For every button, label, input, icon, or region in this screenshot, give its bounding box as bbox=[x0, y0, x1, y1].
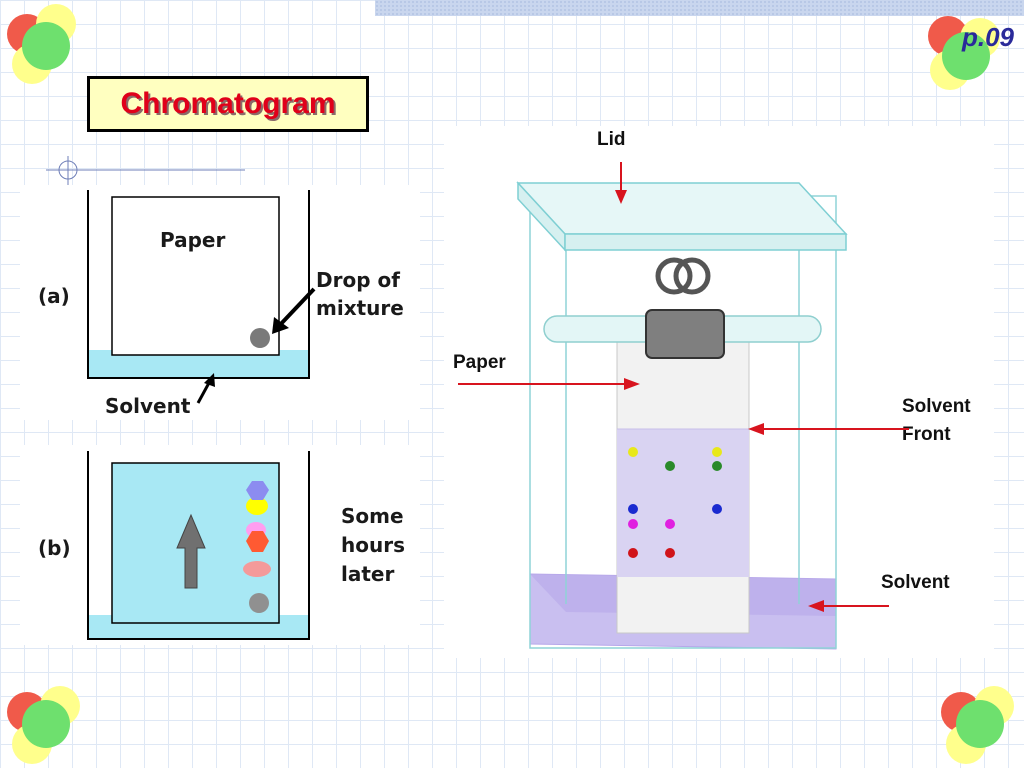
paper-arrow-head bbox=[624, 378, 640, 390]
drop-arrow-head bbox=[272, 317, 289, 334]
solvent-arrow-head-right bbox=[808, 600, 824, 612]
spot-blue-1 bbox=[628, 504, 638, 514]
chromatography-apparatus: Lid Paper Solvent Front Solvent bbox=[444, 126, 994, 658]
part-label-b: (b) bbox=[38, 536, 71, 560]
beaker-b bbox=[87, 451, 310, 640]
spot-red-1 bbox=[628, 548, 638, 558]
molecule-icon-bottom-left bbox=[7, 686, 80, 764]
paper-label: Paper bbox=[453, 352, 506, 373]
solvent-arrow-head bbox=[204, 373, 215, 387]
solvent-front-label-line2: Front bbox=[902, 424, 951, 445]
mixture-drop bbox=[250, 328, 270, 348]
upward-arrow-icon bbox=[176, 513, 206, 589]
solvent-front-label-line1: Solvent bbox=[902, 396, 971, 417]
clip-handle-left bbox=[655, 257, 693, 295]
spot-orange bbox=[246, 531, 269, 552]
drop-arrow-line bbox=[276, 287, 316, 329]
molecule-icon-top-right bbox=[928, 16, 1000, 90]
drop-label-line2: mixture bbox=[316, 296, 404, 320]
diagram-a: Paper Drop of mixture (a) Solvent bbox=[20, 185, 420, 420]
lid-front bbox=[564, 233, 847, 251]
spot-red-2 bbox=[665, 548, 675, 558]
spot-blue-2 bbox=[712, 504, 722, 514]
solvent-soaked-region bbox=[617, 429, 749, 577]
top-decorative-band bbox=[375, 0, 1024, 16]
spot-grey bbox=[249, 593, 269, 613]
spot-green-2 bbox=[712, 461, 722, 471]
spot-yellow bbox=[246, 497, 268, 515]
paper-label-a: Paper bbox=[160, 228, 225, 252]
spot-magenta-2 bbox=[665, 519, 675, 529]
molecule-icon-bottom-right bbox=[941, 686, 1014, 764]
clip-handle-right bbox=[673, 257, 711, 295]
part-label-a: (a) bbox=[38, 284, 70, 308]
diagram-b: (b) Some hours later bbox=[20, 445, 420, 645]
title-box: Chromatogram bbox=[87, 76, 369, 132]
slide-title: Chromatogram bbox=[120, 87, 336, 120]
paper-sheet-a bbox=[111, 196, 280, 356]
solvent-arrow-line bbox=[196, 380, 212, 404]
solvent-label-a: Solvent bbox=[105, 394, 191, 418]
beaker-a bbox=[87, 190, 310, 379]
spot-salmon bbox=[243, 561, 271, 577]
lid-arrow-head bbox=[615, 190, 627, 204]
time-label-line3: later bbox=[341, 562, 394, 586]
solvent-front-arrow-head bbox=[748, 423, 764, 435]
solvent-label: Solvent bbox=[881, 572, 950, 593]
decorative-crosshair bbox=[46, 156, 245, 186]
binder-clip bbox=[645, 309, 725, 359]
spot-blue bbox=[246, 481, 269, 500]
lid-label: Lid bbox=[597, 129, 626, 150]
spot-green-1 bbox=[665, 461, 675, 471]
page-number: p.09 bbox=[961, 22, 1014, 52]
time-label-line2: hours bbox=[341, 533, 405, 557]
drop-label-line1: Drop of bbox=[316, 268, 400, 292]
molecule-icon-top-left bbox=[7, 4, 76, 84]
lid-top bbox=[516, 182, 848, 235]
spot-yellow-2 bbox=[712, 447, 722, 457]
spot-yellow-1 bbox=[628, 447, 638, 457]
spot-magenta-1 bbox=[628, 519, 638, 529]
time-label-line1: Some bbox=[341, 504, 404, 528]
